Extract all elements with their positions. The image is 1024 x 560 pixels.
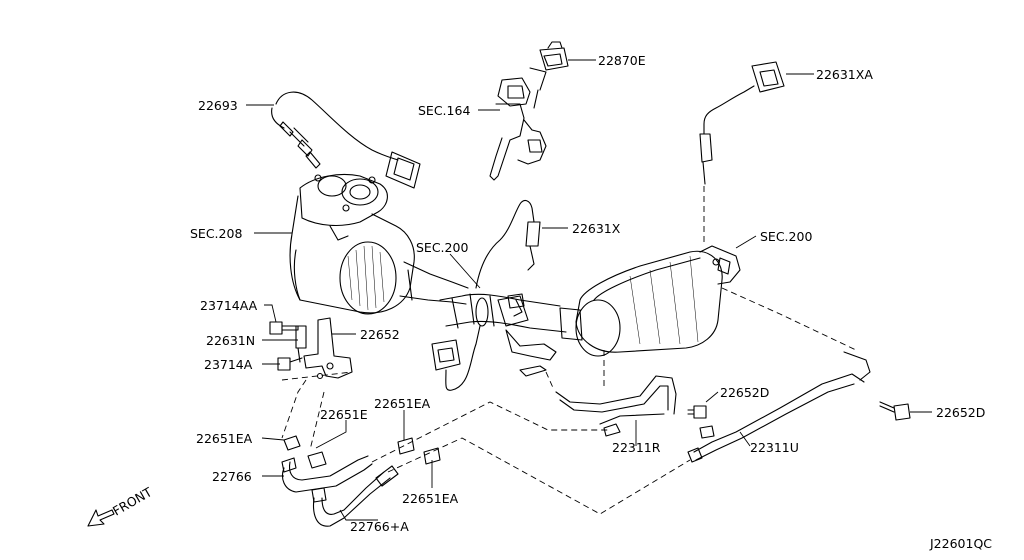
- assembly-dashed-lines: [281, 186, 857, 515]
- clamps-22651EA: [283, 435, 441, 469]
- bolt-22652D-b: [879, 401, 911, 421]
- label-22693: 22693: [198, 98, 238, 113]
- label-22651E: 22651E: [320, 407, 368, 422]
- label-23714AA: 23714AA: [200, 298, 258, 313]
- pressure-sensor-22870E: [489, 41, 569, 181]
- label-22766A: 22766+A: [350, 519, 409, 534]
- label-22652D-b: 22652D: [936, 405, 985, 420]
- hose-22766A: [311, 465, 399, 527]
- label-22631XA: 22631XA: [816, 67, 873, 82]
- label-sec200-right: SEC.200: [760, 229, 812, 244]
- label-22870E: 22870E: [598, 53, 646, 68]
- tube-22311U: [687, 351, 871, 463]
- sensor-22631N: [295, 325, 307, 363]
- hose-22766: [281, 455, 373, 493]
- bolt-22652D-a: [687, 405, 707, 419]
- center-exhaust-pipe: [439, 293, 567, 377]
- bracket-22652: [303, 317, 353, 380]
- label-sec200-mid: SEC.200: [416, 240, 468, 255]
- label-22631X: 22631X: [572, 221, 621, 236]
- tube-22311R: [555, 375, 677, 437]
- front-label: FRONT: [110, 484, 155, 519]
- front-arrow-icon: [87, 509, 115, 527]
- bolt-23714AA: [269, 321, 299, 335]
- label-22652D-a: 22652D: [720, 385, 769, 400]
- label-22766: 22766: [212, 469, 252, 484]
- label-22651EA-left: 22651EA: [196, 431, 253, 446]
- bolt-23714A: [277, 357, 303, 371]
- label-22652: 22652: [360, 327, 400, 342]
- label-22311U: 22311U: [750, 440, 799, 455]
- exhaust-temp-sensor-22631XA: [699, 61, 785, 185]
- sensor-connector-lower: [431, 325, 481, 391]
- label-22311R: 22311R: [612, 440, 661, 455]
- label-23714A: 23714A: [204, 357, 253, 372]
- label-sec164: SEC.164: [418, 103, 470, 118]
- label-22651EA-bottom: 22651EA: [402, 491, 459, 506]
- label-sec208: SEC.208: [190, 226, 242, 241]
- label-22631N: 22631N: [206, 333, 255, 348]
- particulate-filter: [559, 245, 741, 357]
- front-catalytic-converter: [289, 173, 469, 315]
- leader-lines: [246, 59, 932, 521]
- exhaust-temp-sensor-22631X: [475, 199, 541, 317]
- diagram-id: J22601QC: [929, 536, 992, 551]
- label-22651EA-top: 22651EA: [374, 396, 431, 411]
- oxygen-sensor-22693: [271, 91, 421, 189]
